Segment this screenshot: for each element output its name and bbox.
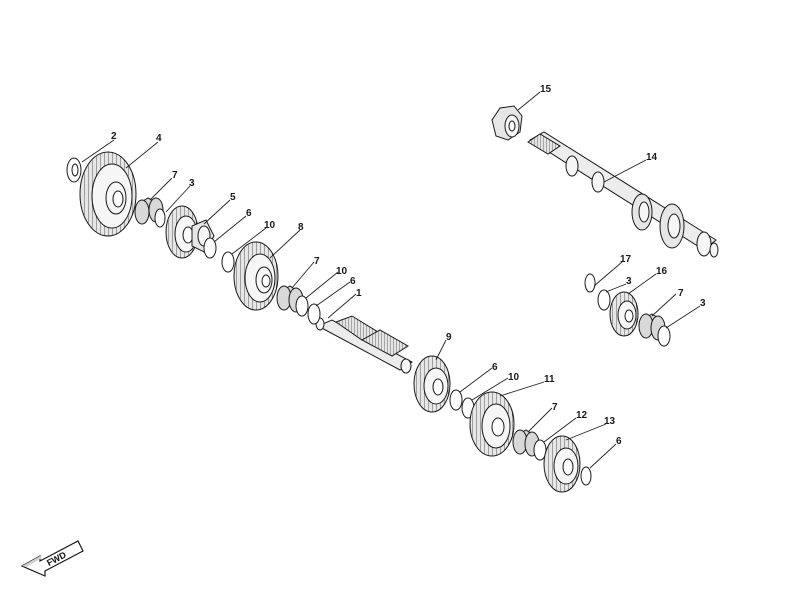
callout-label: 9 bbox=[446, 332, 452, 343]
washer-part bbox=[449, 389, 475, 419]
callout-label: 7 bbox=[552, 402, 558, 413]
washer-part bbox=[580, 466, 592, 486]
main-shaft bbox=[315, 315, 413, 374]
gear-part bbox=[609, 291, 639, 337]
callout-label: 12 bbox=[576, 410, 588, 421]
gear-part bbox=[79, 151, 137, 237]
callout-label: 15 bbox=[540, 84, 552, 95]
washer-part bbox=[154, 208, 166, 228]
washer-part bbox=[66, 157, 82, 183]
callout-labels: 2 4 7 3 5 6 10 8 7 10 6 1 9 6 10 11 7 12… bbox=[111, 84, 706, 447]
washer-part bbox=[657, 325, 671, 347]
counter-shaft bbox=[527, 131, 719, 258]
leader-lines bbox=[81, 91, 701, 469]
washer-part bbox=[295, 295, 321, 325]
nut-part bbox=[491, 105, 523, 141]
callout-label: 1 bbox=[356, 288, 362, 299]
callout-label: 13 bbox=[604, 416, 616, 427]
callout-label: 4 bbox=[156, 133, 162, 144]
callout-label: 6 bbox=[246, 208, 252, 219]
callout-label: 6 bbox=[492, 362, 498, 373]
callout-label: 3 bbox=[189, 178, 195, 189]
callout-label: 11 bbox=[544, 374, 555, 385]
callout-label: 5 bbox=[230, 192, 236, 203]
gear-part bbox=[543, 435, 581, 493]
callout-label: 2 bbox=[111, 131, 117, 142]
gear-part bbox=[233, 241, 279, 311]
callout-label: 3 bbox=[626, 276, 632, 287]
callout-label: 7 bbox=[314, 256, 320, 267]
washer-part bbox=[597, 289, 611, 311]
callout-label: 8 bbox=[298, 222, 304, 233]
callout-label: 7 bbox=[678, 288, 684, 299]
fwd-arrow-icon: FWD bbox=[20, 540, 84, 577]
callout-label: 10 bbox=[264, 220, 276, 231]
circlip-part bbox=[584, 273, 596, 293]
callout-label: 3 bbox=[700, 298, 706, 309]
callout-label: 10 bbox=[508, 372, 520, 383]
gear-part bbox=[413, 355, 451, 413]
callout-label: 10 bbox=[336, 266, 348, 277]
washer-part bbox=[203, 237, 235, 273]
callout-label: 6 bbox=[350, 276, 356, 287]
callout-label: 16 bbox=[656, 266, 668, 277]
gear-part bbox=[469, 391, 515, 457]
callout-label: 14 bbox=[646, 152, 658, 163]
callout-label: 7 bbox=[172, 170, 178, 181]
bearing-part bbox=[276, 285, 304, 313]
callout-label: 17 bbox=[620, 254, 632, 265]
callout-label: 6 bbox=[616, 436, 622, 447]
